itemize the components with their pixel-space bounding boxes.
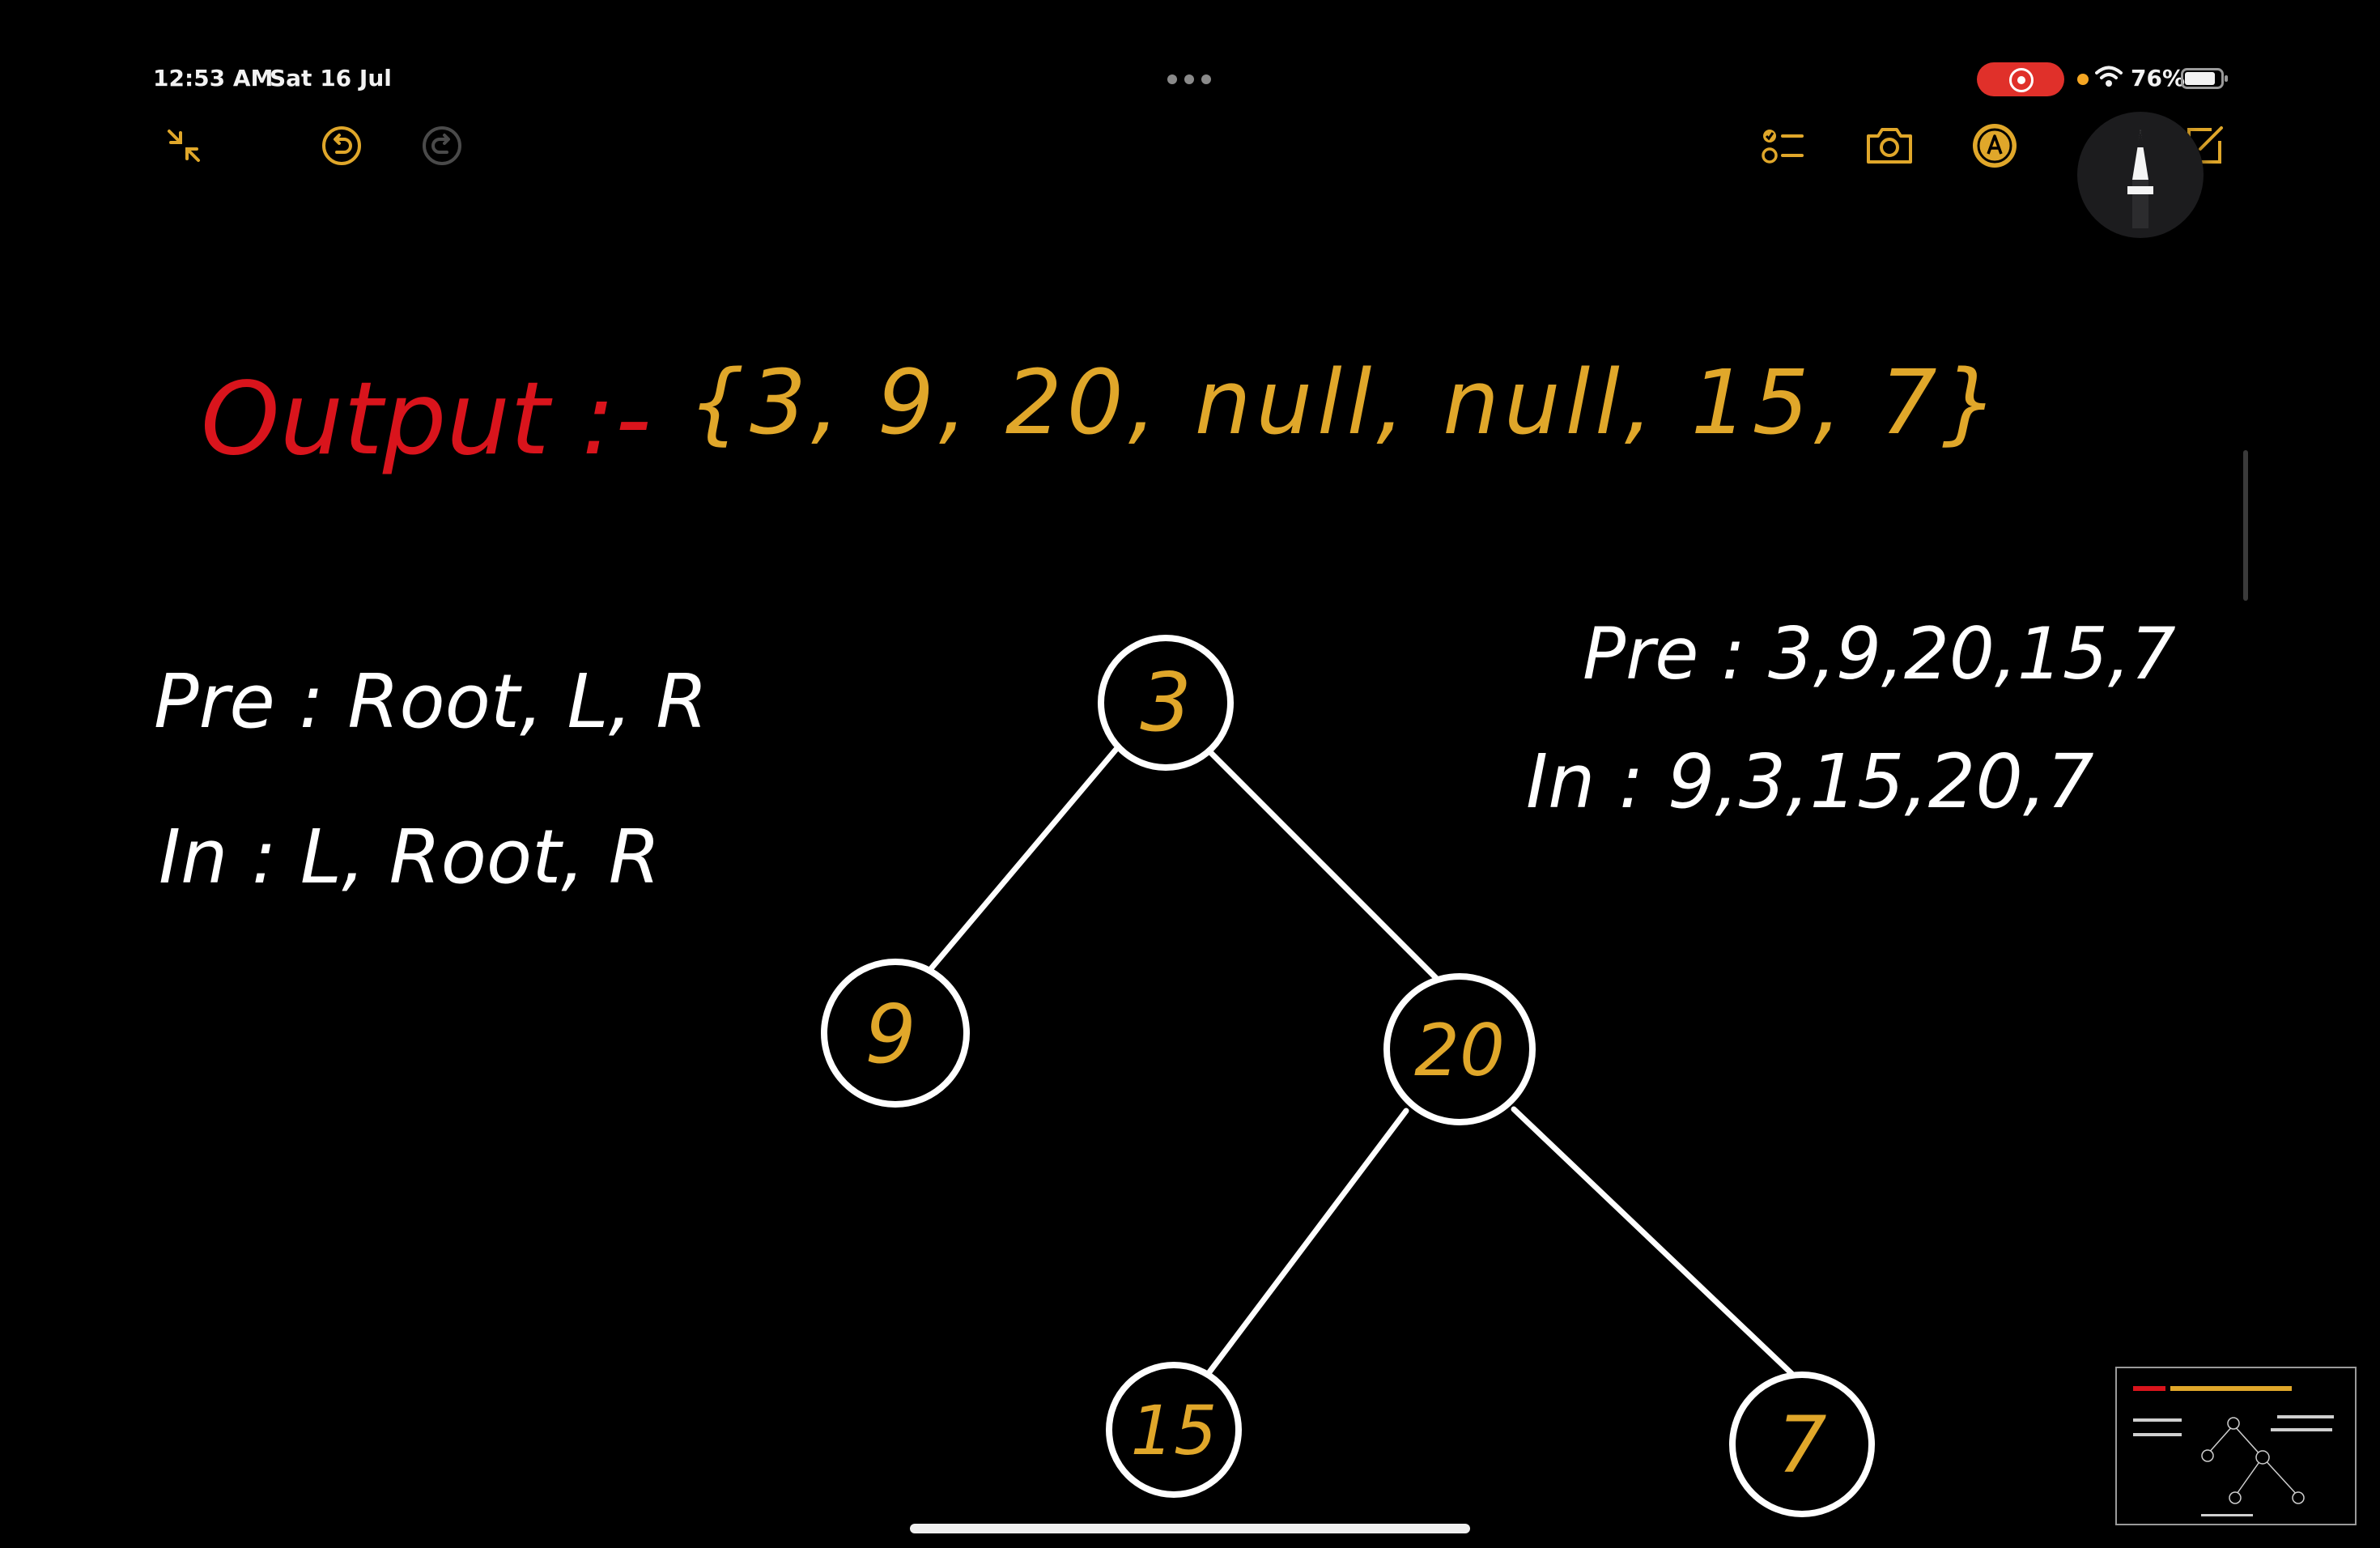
redo-icon (423, 126, 461, 165)
thumbnail-graphic (2133, 1386, 2334, 1516)
node-label: 9 (865, 987, 916, 1082)
tree-node-9: 9 (821, 959, 970, 1108)
home-indicator[interactable] (910, 1524, 1470, 1533)
vertical-scrollbar[interactable] (2243, 450, 2248, 601)
inorder-rule: In : L, Root, R (159, 814, 661, 900)
status-date: Sat 16 Jul (270, 65, 392, 91)
tree-node-15: 15 (1106, 1362, 1242, 1498)
checklist-button[interactable] (1757, 120, 1808, 172)
collapse-icon (168, 130, 200, 162)
undo-icon (322, 126, 361, 165)
wifi-icon (2095, 66, 2123, 87)
microphone-in-use-icon (2077, 74, 2089, 85)
tree-edges (925, 745, 1800, 1382)
camera-button[interactable] (1864, 120, 1915, 172)
checklist-icon (1762, 130, 1804, 164)
status-bar: 12:53 AM Sat 16 Jul 76% (0, 0, 2380, 105)
camera-icon (1867, 128, 1912, 164)
multitasking-dots-icon[interactable] (1167, 73, 1211, 86)
page-thumbnail-preview[interactable] (2115, 1367, 2357, 1525)
output-label: Output :- (201, 361, 652, 478)
tree-node-20: 20 (1383, 973, 1536, 1125)
preorder-rule: Pre : Root, L, R (154, 658, 708, 745)
battery-icon (2181, 68, 2228, 89)
pencil-tool-palette[interactable] (2077, 112, 2204, 238)
tree-node-7: 7 (1729, 1372, 1875, 1517)
edge-3-20 (1208, 750, 1441, 983)
edge-20-7 (1511, 1106, 1800, 1382)
collapse-button[interactable] (158, 120, 210, 172)
node-label: 20 (1414, 1009, 1505, 1092)
status-time: 12:53 AM (153, 65, 274, 91)
screen-recording-indicator[interactable] (1977, 62, 2064, 96)
edge-20-15 (1203, 1108, 1409, 1380)
pencil-icon (2127, 130, 2153, 228)
node-label: 7 (1777, 1400, 1826, 1491)
battery-percentage: 76% (2131, 65, 2186, 91)
node-label: 3 (1140, 655, 1192, 750)
preorder-sequence: Pre : 3,9,20,15,7 (1583, 612, 2176, 695)
edge-3-9 (925, 745, 1120, 975)
node-label: 15 (1131, 1391, 1218, 1470)
output-values: {3, 9, 20, null, null, 15, 7} (688, 351, 2004, 454)
markup-button[interactable] (1969, 120, 2021, 172)
tree-node-3: 3 (1098, 635, 1234, 771)
markup-icon (1973, 124, 2017, 168)
undo-button[interactable] (316, 120, 368, 172)
redo-button[interactable] (416, 120, 468, 172)
inorder-sequence: In : 9,3,15,20,7 (1526, 738, 2094, 825)
